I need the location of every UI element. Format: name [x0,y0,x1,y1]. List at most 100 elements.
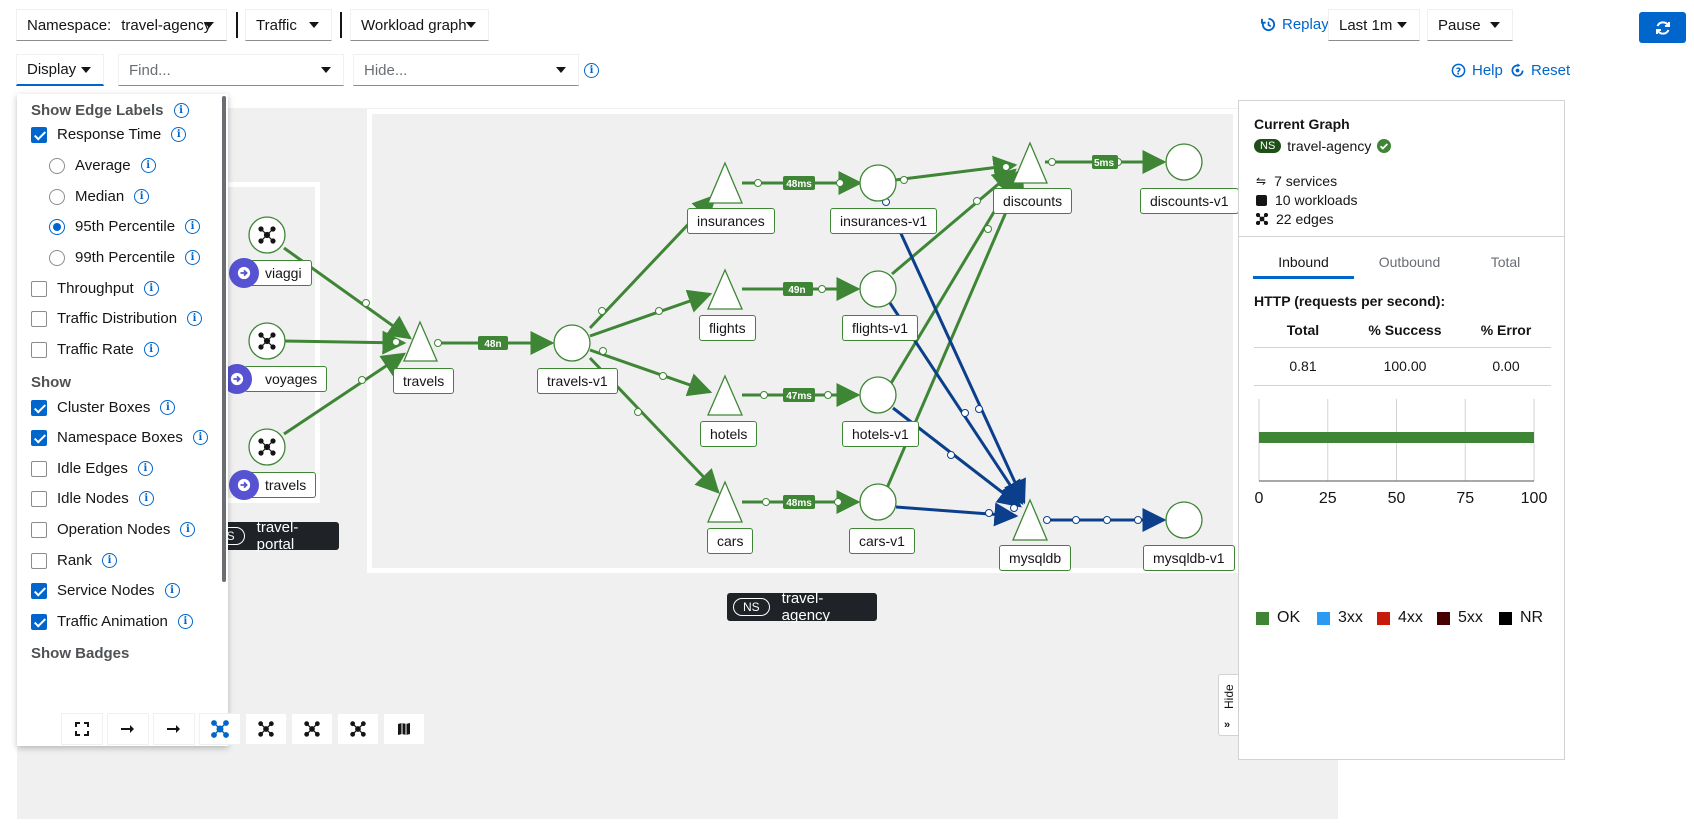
info-icon[interactable]: i [102,553,118,568]
workload-node-flights-v1[interactable] [859,270,897,308]
node-label-insurances-v1[interactable]: insurances-v1 [830,208,938,234]
graph-type-dropdown[interactable]: Workload graph [350,9,489,41]
radio-99th-percentile[interactable]: 99th Percentile i [49,249,201,266]
node-label-insurances[interactable]: insurances [687,208,775,234]
bar-ok[interactable] [1259,432,1534,443]
reset-button[interactable]: Reset [1510,62,1570,79]
edge-travels-v1-flights[interactable] [589,289,713,338]
info-icon[interactable]: i [180,522,196,537]
info-icon[interactable]: i [185,250,201,265]
info-icon[interactable]: i [584,63,599,78]
traffic-dropdown[interactable]: Traffic [245,9,332,41]
graph-canvas[interactable] [17,108,1338,819]
checkbox[interactable] [31,613,47,630]
namespace-dropdown[interactable]: Namespace: travel-agency [16,9,227,41]
edge-travels-v1-hotels[interactable] [589,348,713,397]
node-label-cars[interactable]: cars [707,528,754,554]
layout-default-button[interactable] [107,713,149,745]
service-node-hotels[interactable] [707,374,743,416]
tab-total[interactable]: Total [1490,254,1521,270]
checkbox[interactable] [31,552,47,569]
service-node-cars[interactable] [707,480,743,523]
info-icon[interactable]: i [143,342,159,357]
time-range-dropdown[interactable]: Last 1m [1328,9,1420,41]
node-label-discounts-v1[interactable]: discounts-v1 [1140,188,1239,214]
hide-panel-toggle[interactable]: Hide » [1218,674,1238,736]
workload-node-travels-v1[interactable] [553,324,591,362]
option-operation-nodes[interactable]: Operation Nodes i [31,521,196,538]
option-traffic-distribution[interactable]: Traffic Distribution i [31,310,203,327]
layout-3-button[interactable] [245,713,287,745]
node-label-travels-v1[interactable]: travels-v1 [537,368,618,394]
node-label-flights[interactable]: flights [699,315,756,341]
info-icon[interactable]: i [134,189,150,204]
checkbox[interactable] [31,399,47,416]
info-icon[interactable]: i [187,311,203,326]
hide-input[interactable]: Hide... [353,54,579,86]
info-icon[interactable]: i [140,158,156,173]
app-label-voyages[interactable]: voyages [244,366,328,392]
display-menu-scrollbar[interactable] [222,96,226,582]
tab-inbound[interactable]: Inbound [1278,254,1329,270]
refresh-button[interactable] [1639,12,1686,43]
node-label-cars-v1[interactable]: cars-v1 [849,528,915,554]
checkbox[interactable] [31,280,47,297]
layout-5-button[interactable] [337,713,379,745]
checkbox[interactable] [31,460,47,477]
edge-insurances-v1-mysqldb[interactable] [890,213,1026,505]
option-response-time[interactable]: Response Time i [31,126,187,143]
workload-node-discounts-v1[interactable] [1165,143,1203,181]
option-namespace-boxes[interactable]: Namespace Boxes i [31,429,208,446]
edge-insurances-v1-discounts[interactable] [894,155,1018,182]
info-icon[interactable]: i [192,430,208,445]
radio-button[interactable] [49,249,65,266]
info-icon[interactable]: i [143,281,159,296]
chevron-down-icon[interactable] [321,67,331,73]
workload-node-cars-v1[interactable] [859,483,897,521]
refresh-interval-dropdown[interactable]: Pause [1427,9,1513,41]
option-idle-edges[interactable]: Idle Edges i [31,460,153,477]
layout-4-button[interactable] [291,713,333,745]
option-rank[interactable]: Rank i [31,552,118,569]
checkbox[interactable] [31,582,47,599]
node-label-discounts[interactable]: discounts [993,188,1073,214]
service-node-travels[interactable] [403,320,438,362]
help-button[interactable]: ? Help [1451,62,1503,79]
layout-2-button[interactable] [199,713,241,745]
edge-voyages-travels[interactable] [283,330,407,355]
option-idle-nodes[interactable]: Idle Nodes i [31,490,154,507]
option-traffic-animation[interactable]: Traffic Animation i [31,613,193,630]
checkbox[interactable] [31,490,47,507]
radio-button[interactable] [49,188,65,205]
radio-button[interactable] [49,218,65,235]
info-icon[interactable]: i [164,583,180,598]
service-node-insurances[interactable] [707,161,743,204]
checkbox[interactable] [31,310,47,327]
workload-node-insurances-v1[interactable] [859,164,897,202]
option-cluster-boxes[interactable]: Cluster Boxes i [31,399,176,416]
node-label-hotels[interactable]: hotels [700,421,758,447]
fit-to-screen-button[interactable] [61,713,103,745]
service-node-discounts[interactable] [1012,141,1048,184]
tab-outbound[interactable]: Outbound [1378,254,1441,270]
edge-travels-app-travels[interactable] [283,352,406,436]
node-label-travels[interactable]: travels [393,368,455,394]
info-icon[interactable]: i [177,614,193,629]
info-icon[interactable]: i [137,461,153,476]
info-icon[interactable]: i [185,219,201,234]
checkbox[interactable] [31,429,47,446]
radio-median[interactable]: Median i [49,188,150,205]
option-traffic-rate[interactable]: Traffic Rate i [31,341,159,358]
node-label-flights-v1[interactable]: flights-v1 [842,315,919,341]
checkbox[interactable] [31,341,47,358]
legend-button[interactable] [383,713,425,745]
chevron-down-icon[interactable] [556,67,566,73]
radio-button[interactable] [49,157,65,174]
layout-1-button[interactable] [153,713,195,745]
replay-button[interactable]: Replay [1261,16,1329,33]
service-node-flights[interactable] [707,268,743,310]
response-time-checkbox[interactable] [31,126,47,143]
radio-95th-percentile[interactable]: 95th Percentile i [49,218,201,235]
option-service-nodes[interactable]: Service Nodes i [31,582,180,599]
workload-node-hotels-v1[interactable] [859,376,897,414]
